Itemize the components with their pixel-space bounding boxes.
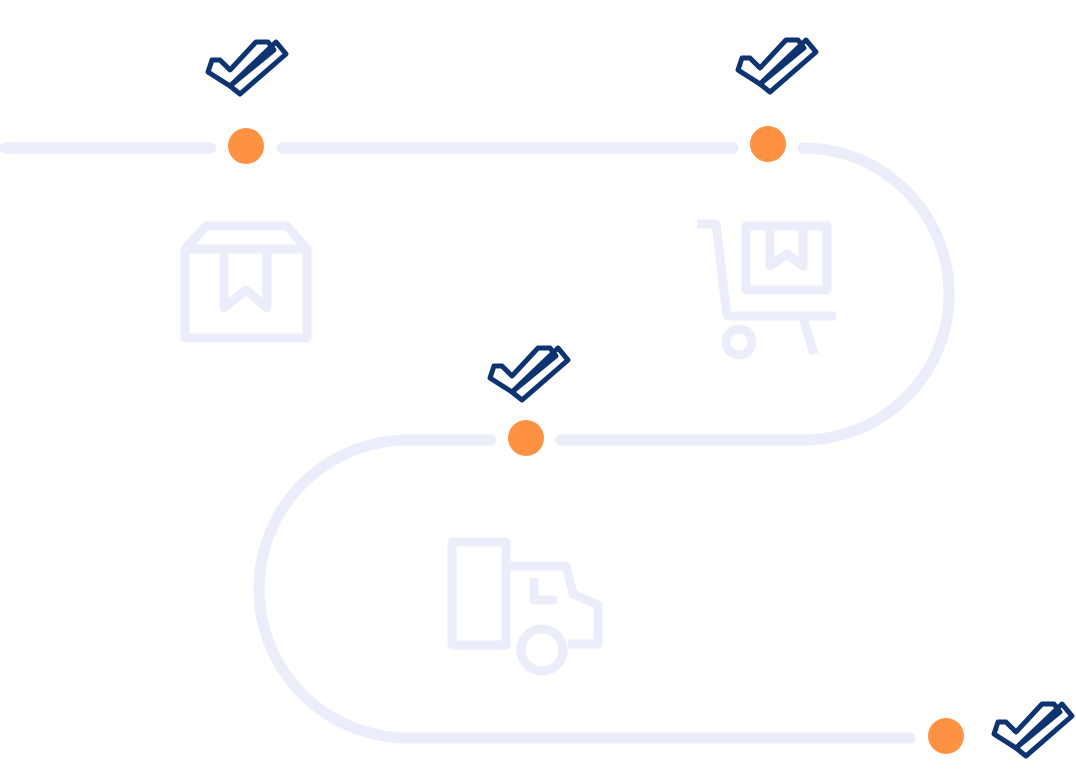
milestone-dot-4[interactable] xyxy=(928,718,964,754)
double-check-icon xyxy=(208,42,286,94)
double-check-icon xyxy=(490,348,568,400)
timeline-path xyxy=(0,142,955,744)
package-icon xyxy=(180,221,312,343)
milestone-dot-3[interactable] xyxy=(508,420,544,456)
milestone-dot-2[interactable] xyxy=(750,126,786,162)
double-check-icon xyxy=(994,704,1072,756)
path-curve-left xyxy=(253,434,414,744)
double-check-icon xyxy=(738,40,816,92)
path-curve-right xyxy=(797,142,955,446)
shopping-cart-icon xyxy=(697,219,836,360)
milestone-dot-1[interactable] xyxy=(228,128,264,164)
delivery-truck-icon xyxy=(447,537,603,676)
